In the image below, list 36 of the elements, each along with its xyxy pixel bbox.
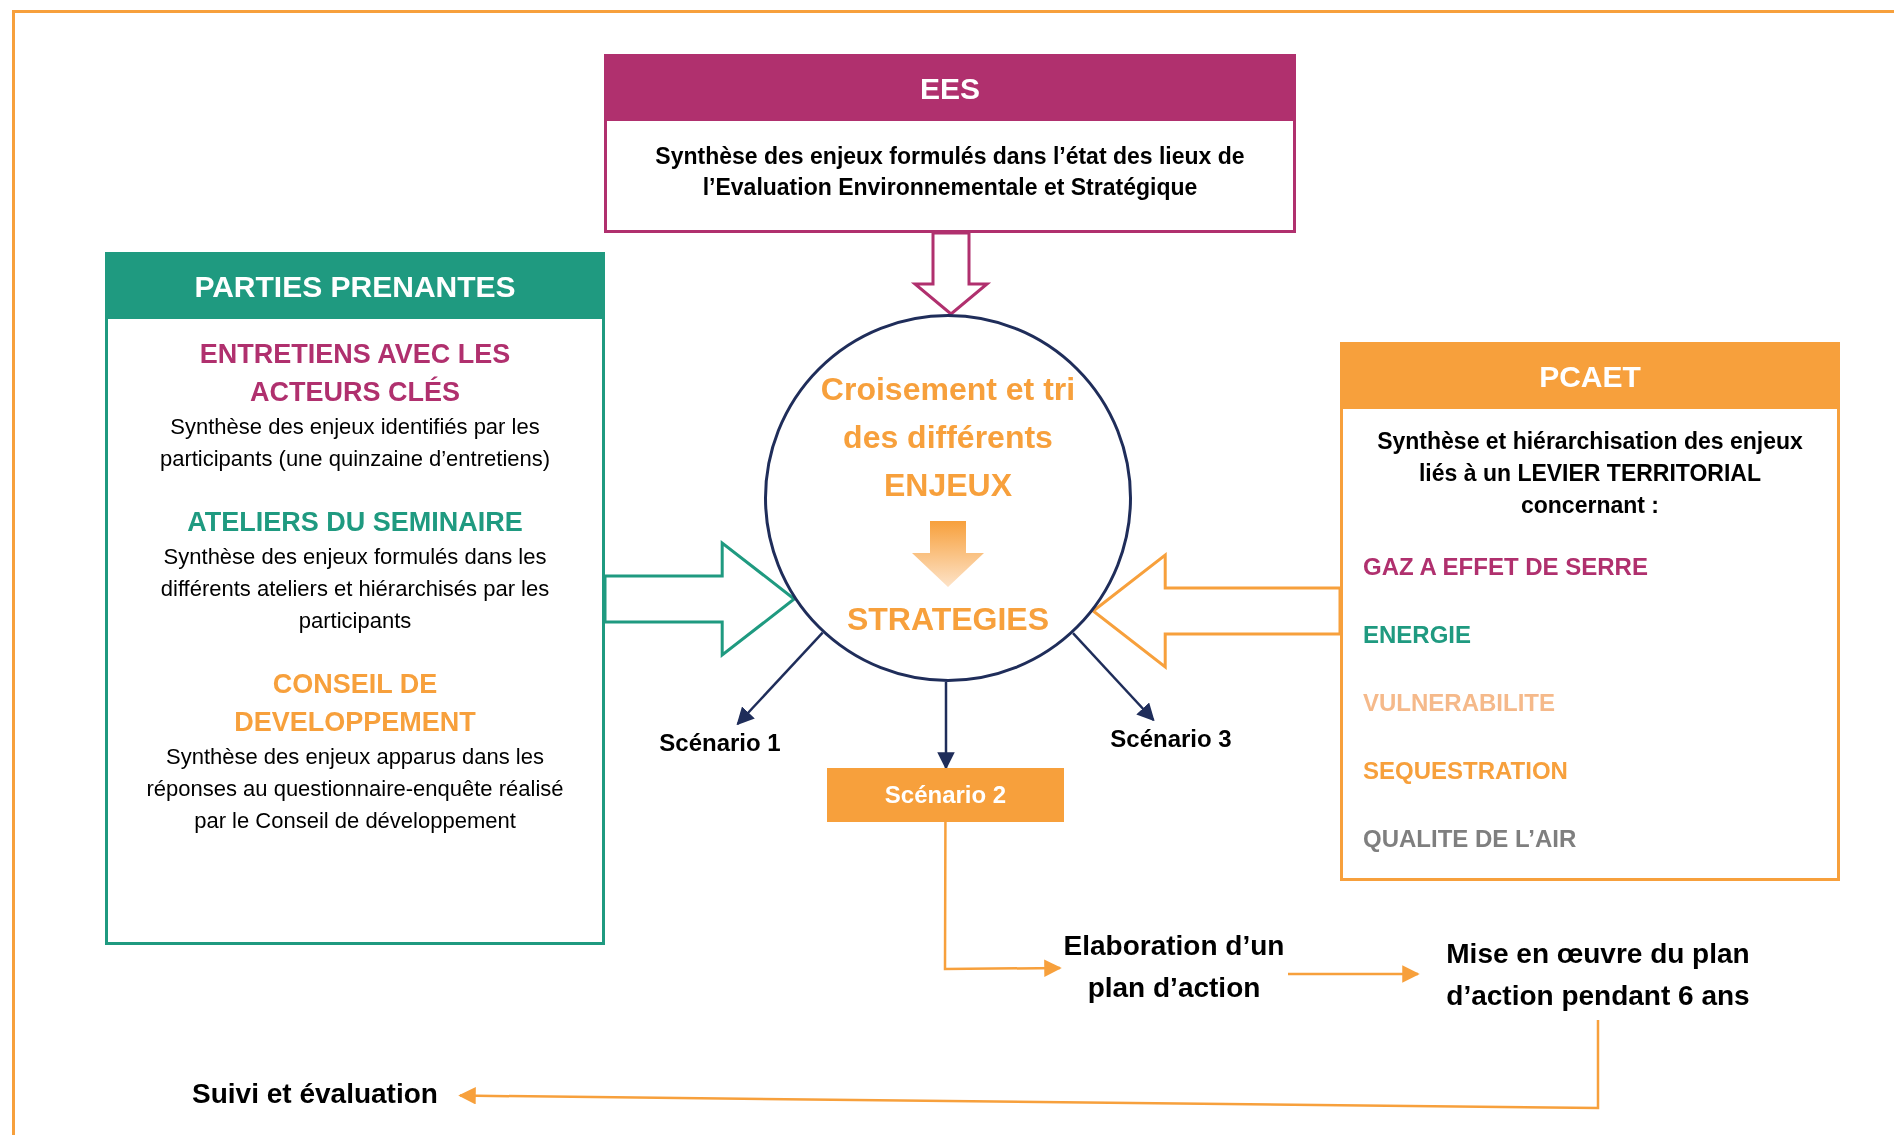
description-text: Synthèse des enjeux identifiés par les participants (une quinzaine d’entretiens) xyxy=(158,413,552,473)
step-label: Scénario 1 xyxy=(640,724,800,762)
step-label: Scénario 3 xyxy=(1096,720,1246,758)
circle-title: Croisement et tri des différents ENJEUX xyxy=(819,370,1077,505)
list-item: VULNERABILITE xyxy=(1362,688,1556,718)
circle-subtitle: STRATEGIES xyxy=(846,600,1050,639)
section-heading: CONSEIL DE DEVELOPPEMENT xyxy=(233,668,477,739)
step-label: Mise en œuvre du plan d’action pendant 6 ans xyxy=(1418,930,1778,1020)
section-heading: ENTRETIENS AVEC LES ACTEURS CLÉS xyxy=(198,338,512,409)
list-item: SEQUESTRATION xyxy=(1362,756,1569,786)
description-text: Synthèse des enjeux formulés dans les différents ateliers et hiérarchisés par les participants xyxy=(159,543,551,635)
section-heading: ATELIERS DU SEMINAIRE xyxy=(186,506,524,539)
block-arrow xyxy=(603,539,797,659)
arrow xyxy=(1072,632,1155,722)
info-card xyxy=(1340,342,1840,881)
block-arrow xyxy=(1090,551,1342,671)
card-header: PARTIES PRENANTES xyxy=(108,255,602,319)
arrow xyxy=(458,1020,1600,1110)
step-label: Elaboration d’un plan d’action xyxy=(1060,922,1288,1012)
list-item: GAZ A EFFET DE SERRE xyxy=(1362,552,1649,582)
card-header: PCAET xyxy=(1343,345,1837,409)
info-card xyxy=(105,252,605,945)
description-text: Synthèse et hiérarchisation des enjeux liés à un LEVIER TERRITORIAL concernant : xyxy=(1376,427,1804,520)
arrow xyxy=(736,631,824,726)
step-label: Suivi et évaluation xyxy=(170,1072,460,1116)
info-card xyxy=(604,54,1296,233)
block-arrow xyxy=(910,231,992,316)
list-item: ENERGIE xyxy=(1362,620,1473,650)
arrow xyxy=(1288,965,1420,983)
scenario-box: Scénario 2 xyxy=(827,768,1064,822)
description-text: Synthèse des enjeux apparus dans les réponses au questionnaire-enquête réalisé par le Conseil de développement xyxy=(145,743,565,835)
arrow xyxy=(943,822,1062,977)
card-header: EES xyxy=(607,57,1293,121)
list-item: QUALITE DE L’AIR xyxy=(1362,824,1578,854)
description-text: Synthèse des enjeux formulés dans l’état des lieux de l’Evaluation Environnementale et Stratégique xyxy=(654,142,1246,202)
arrow xyxy=(937,682,955,770)
